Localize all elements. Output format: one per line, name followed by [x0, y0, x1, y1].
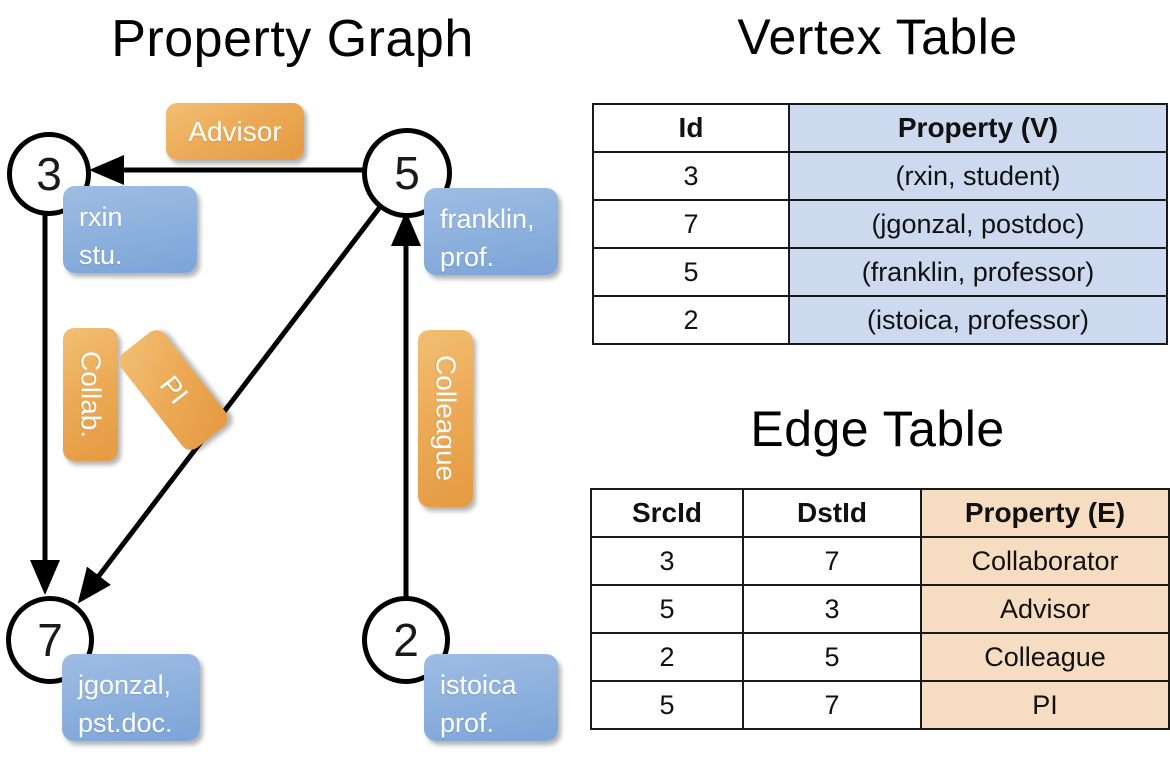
- vertex-cell-property: (rxin, student): [788, 151, 1168, 201]
- table-row: 3 7 Collaborator: [590, 536, 1170, 586]
- table-row: 5 7 PI: [590, 680, 1170, 730]
- graph-node-5-id: 5: [394, 147, 420, 199]
- edge-5-to-7: [77, 205, 382, 604]
- vertex-cell-property: (jgonzal, postdoc): [788, 199, 1168, 249]
- vertex-header-id: Id: [592, 103, 790, 153]
- page-title-edge-table: Edge Table: [750, 401, 1005, 457]
- graph-node-5[interactable]: 5: [362, 128, 452, 218]
- vertex-cell-id: 2: [592, 295, 790, 345]
- edge-label-advisor-text: Advisor: [188, 115, 282, 147]
- node-property-box-2: istoica prof.: [424, 654, 558, 741]
- edge-cell-property: Colleague: [920, 632, 1170, 682]
- vertex-cell-id: 5: [592, 247, 790, 297]
- table-row: 5 (franklin, professor): [592, 247, 1168, 297]
- graph-edges-layer: [30, 155, 421, 604]
- node-property-3-line1: rxin: [79, 202, 123, 232]
- node-property-5-line1: franklin,: [440, 204, 535, 234]
- graph-node-3-id: 3: [36, 148, 62, 200]
- edge-table: SrcId DstId Property (E) 3 7 Collaborato…: [590, 488, 1170, 730]
- edge-cell-dstid: 7: [742, 536, 922, 586]
- edge-header-property: Property (E): [920, 488, 1170, 538]
- table-row: 7 (jgonzal, postdoc): [592, 199, 1168, 249]
- edge-label-pi-text: PI: [153, 369, 195, 410]
- table-row: 2 (istoica, professor): [592, 295, 1168, 345]
- edge-header-dstid: DstId: [742, 488, 922, 538]
- page-title-vertex-table: Vertex Table: [737, 9, 1018, 65]
- edge-cell-property: Advisor: [920, 584, 1170, 634]
- vertex-cell-property: (istoica, professor): [788, 295, 1168, 345]
- edge-cell-dstid: 7: [742, 680, 922, 730]
- node-property-2-line1: istoica: [440, 670, 517, 700]
- edge-label-colleague: Colleague: [418, 330, 473, 507]
- edge-label-colleague-text: Colleague: [430, 355, 462, 482]
- edge-cell-srcid: 3: [590, 536, 744, 586]
- graph-node-2[interactable]: 2: [362, 596, 450, 684]
- graph-node-7-id: 7: [37, 614, 63, 666]
- node-property-3-line2: stu.: [79, 240, 123, 270]
- table-row: 3 (rxin, student): [592, 151, 1168, 201]
- vertex-table: Id Property (V) 3 (rxin, student) 7 (jgo…: [592, 103, 1168, 345]
- node-property-box-7: jgonzal, pst.doc.: [62, 654, 200, 741]
- page-title-property-graph: Property Graph: [111, 10, 474, 68]
- edge-header-srcid: SrcId: [590, 488, 744, 538]
- node-property-7-line2: pst.doc.: [78, 708, 173, 738]
- node-property-box-5: franklin, prof.: [424, 188, 558, 275]
- edge-cell-srcid: 2: [590, 632, 744, 682]
- table-row: 5 3 Advisor: [590, 584, 1170, 634]
- edge-label-collab-text: Collab.: [75, 350, 107, 439]
- edge-cell-srcid: 5: [590, 584, 744, 634]
- node-property-7-line1: jgonzal,: [78, 670, 172, 700]
- table-header-row: Id Property (V): [592, 103, 1168, 153]
- edge-label-advisor: Advisor: [166, 103, 304, 160]
- vertex-cell-id: 7: [592, 199, 790, 249]
- vertex-cell-id: 3: [592, 151, 790, 201]
- edge-cell-property: Collaborator: [920, 536, 1170, 586]
- vertex-header-property: Property (V): [788, 103, 1168, 153]
- edge-cell-property: PI: [920, 680, 1170, 730]
- graph-node-2-id: 2: [393, 614, 419, 666]
- edge-cell-srcid: 5: [590, 680, 744, 730]
- edge-cell-dstid: 5: [742, 632, 922, 682]
- node-property-box-3: rxin stu.: [63, 186, 197, 273]
- node-property-5-line2: prof.: [440, 242, 495, 272]
- vertex-cell-property: (franklin, professor): [788, 247, 1168, 297]
- edge-label-collab: Collab.: [63, 328, 118, 461]
- node-property-2-line2: prof.: [440, 708, 495, 738]
- table-row: 2 5 Colleague: [590, 632, 1170, 682]
- table-header-row: SrcId DstId Property (E): [590, 488, 1170, 538]
- edge-cell-dstid: 3: [742, 584, 922, 634]
- property-graph-panel: Property Graph Advisor Collab. PI Collea…: [6, 10, 558, 741]
